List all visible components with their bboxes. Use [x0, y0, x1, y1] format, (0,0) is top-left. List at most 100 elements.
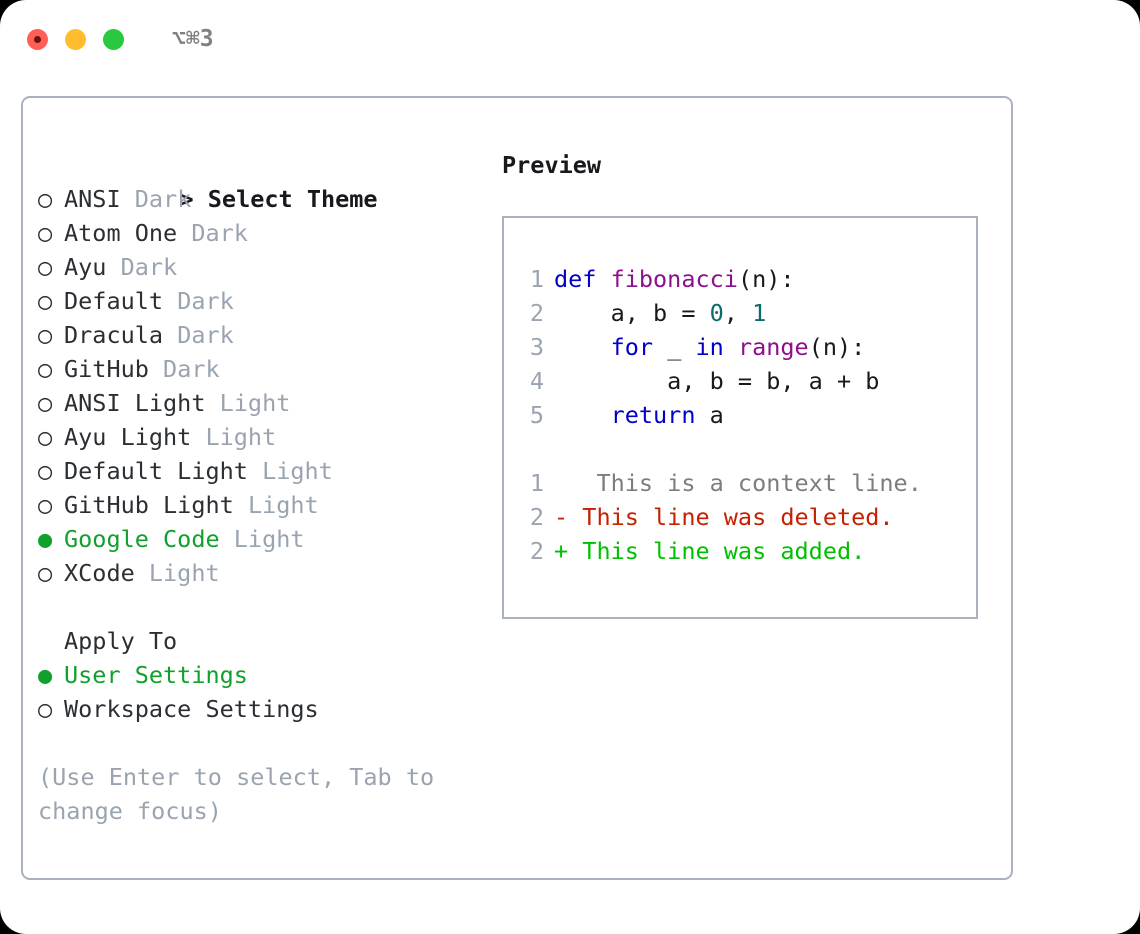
close-button[interactable]: [27, 28, 48, 50]
radio-unselected-icon: ○: [38, 321, 53, 349]
code-token-pl: _: [653, 333, 696, 361]
apply-to-option-user-settings[interactable]: ● User Settings: [38, 658, 488, 692]
preview-title: Preview: [502, 151, 602, 179]
apply-to-options[interactable]: ● User Settings ○ Workspace Settings: [38, 658, 488, 726]
code-line: 4 a, b = b, a + b: [520, 364, 968, 398]
code-token-pl: a, b =: [554, 299, 710, 327]
code-line: 1 def fibonacci(n):: [520, 262, 968, 296]
code-line: 3 for _ in range(n):: [520, 330, 968, 364]
theme-option-atom-one[interactable]: ○Atom One Dark: [38, 216, 488, 250]
theme-option-github-light[interactable]: ○ GitHub Light Light: [38, 488, 488, 522]
minimize-button[interactable]: [65, 28, 86, 50]
theme-variant-tag: Light: [233, 525, 305, 553]
code-token-pl: [724, 333, 738, 361]
apply-to-header: Apply To: [64, 627, 178, 655]
maximize-button[interactable]: [103, 28, 124, 50]
diff-line-text: + This line was added.: [554, 537, 866, 565]
theme-name: GitHub Light: [64, 491, 248, 519]
diff-line-ctx: 1 This is a context line.: [520, 466, 968, 500]
theme-variant-tag: Light: [219, 389, 291, 417]
radio-unselected-icon: ○: [38, 253, 53, 281]
theme-option-ansi[interactable]: ○ ANSI Dark: [38, 182, 488, 216]
radio-unselected-icon: ○: [38, 559, 53, 587]
theme-name: Ayu Light: [64, 423, 206, 451]
code-token-pl: [554, 333, 611, 361]
theme-name: Dracula: [64, 321, 178, 349]
line-number: 4: [529, 367, 544, 395]
radio-unselected-icon: ○: [38, 389, 53, 417]
theme-option-google-code[interactable]: ●Google Code Light: [38, 522, 488, 556]
theme-name: ANSI: [64, 185, 135, 213]
theme-list-column: > Select Theme ○ANSI Dark○Atom One Dark○…: [38, 148, 488, 828]
line-number: 2: [529, 299, 544, 327]
apply-to-option-label: Workspace Settings: [64, 695, 319, 723]
theme-variant-tag: Dark: [120, 253, 178, 281]
theme-variant-tag: Dark: [163, 355, 220, 383]
code-token-kw: in: [695, 333, 724, 361]
theme-option-ayu[interactable]: ○ Ayu Dark: [38, 250, 488, 284]
line-number: 2: [529, 503, 544, 531]
radio-unselected-icon: ○: [38, 491, 53, 519]
theme-list-header: > Select Theme: [38, 148, 488, 213]
radio-unselected-icon: ○: [38, 185, 53, 213]
theme-variant-tag: Dark: [134, 185, 192, 213]
theme-option-ayu-light[interactable]: ○ Ayu Light Light: [38, 420, 488, 454]
theme-variant-tag: Dark: [177, 287, 234, 315]
code-token-kw: def: [554, 265, 611, 293]
code-token-fn: fibonacci: [610, 265, 738, 293]
window-title: ⌥⌘3: [172, 25, 214, 52]
theme-variant-tag: Dark: [177, 321, 234, 349]
theme-name: GitHub: [64, 355, 164, 383]
code-token-num: 0: [709, 299, 724, 327]
code-token-pl: a: [695, 401, 724, 429]
apply-to-option-workspace-settings[interactable]: ○ Workspace Settings: [38, 692, 488, 726]
code-token-pl: (n):: [737, 265, 795, 293]
radio-unselected-icon: ○: [38, 695, 53, 723]
code-line: 5 return a: [520, 398, 968, 432]
apply-to-option-label: User Settings: [64, 661, 248, 689]
diff-line-text: - This line was deleted.: [554, 503, 894, 531]
diff-line-text: This is a context line.: [554, 469, 922, 497]
radio-unselected-icon: ○: [38, 219, 53, 247]
line-number: 1: [529, 469, 544, 497]
line-number: 3: [529, 333, 544, 361]
code-line: 2 a, b = 0, 1: [520, 296, 968, 330]
keyboard-hint: (Use Enter to select, Tab to change focu…: [38, 763, 449, 825]
theme-option-xcode[interactable]: ○XCode Light: [38, 556, 488, 590]
theme-option-dracula[interactable]: ○ Dracula Dark: [38, 318, 488, 352]
radio-unselected-icon: ○: [38, 457, 53, 485]
theme-option-default[interactable]: ○ Default Dark: [38, 284, 488, 318]
code-token-num: 1: [752, 299, 767, 327]
code-token-pl: ,: [723, 299, 753, 327]
diff-line-del: 2 - This line was deleted.: [520, 500, 968, 534]
theme-name: Ayu: [64, 253, 121, 281]
radio-selected-icon: ●: [38, 525, 53, 553]
radio-unselected-icon: ○: [38, 287, 53, 315]
theme-option-default-light[interactable]: ○Default Light Light: [38, 454, 488, 488]
theme-picker-panel: > Select Theme ○ANSI Dark○Atom One Dark○…: [21, 96, 1013, 880]
radio-unselected-icon: ○: [38, 423, 53, 451]
theme-name: Default: [64, 287, 178, 315]
radio-selected-icon: ●: [38, 661, 53, 689]
theme-name: Default Light: [64, 457, 263, 485]
section-spacer: [38, 590, 488, 624]
theme-variant-tag: Light: [247, 491, 319, 519]
diff-line-add: 2 + This line was added.: [520, 534, 968, 568]
line-number: 1: [529, 265, 544, 293]
code-token-fn: range: [737, 333, 809, 361]
theme-option-github[interactable]: ○ GitHub Dark: [38, 352, 488, 386]
code-token-kw: for: [610, 333, 654, 361]
line-number: 5: [529, 401, 544, 429]
code-token-pl: (n):: [808, 333, 866, 361]
theme-variant-tag: Light: [148, 559, 220, 587]
window-titlebar: ⌥⌘3: [0, 0, 1140, 78]
theme-list[interactable]: ○ANSI Dark○Atom One Dark○Ayu Dark○Defaul…: [38, 182, 488, 590]
theme-variant-tag: Light: [205, 423, 277, 451]
radio-unselected-icon: ○: [38, 355, 53, 383]
theme-option-ansi-light[interactable]: ○ANSI Light Light: [38, 386, 488, 420]
line-number: 2: [529, 537, 544, 565]
